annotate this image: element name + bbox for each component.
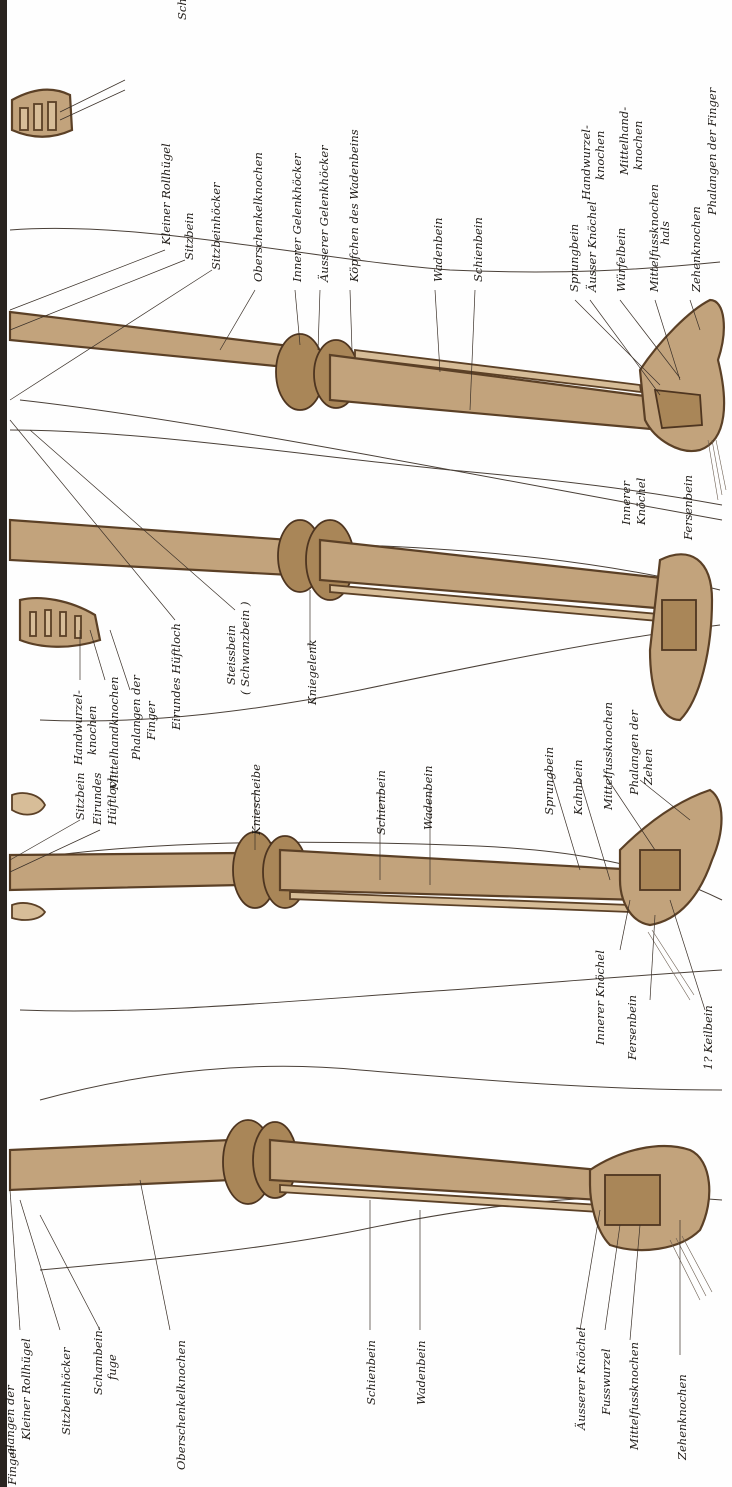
label-mittelfussknochen-1: Mittelfussknochen [647,184,661,293]
label-innerer-knoechel-3: Innerer Knöchel [593,950,607,1046]
label-hueftloch-3: Hüftloch [105,774,119,826]
label-knochen-2: knochen [631,121,645,170]
label-mittelhandknochen: Mittelhandknochen [107,676,121,791]
label-kleiner-rollhuegel-1: Kleiner Rollhügel [159,143,173,246]
label-zehen: Zehen [641,749,655,786]
label-wadenbein-1: Wadenbein [431,217,445,282]
label-sitzbeinhoecker-1: Sitzbeinhöcker [209,181,223,270]
label-partial-phalangen: alangen der [3,1384,17,1455]
label-phalangen-der-zehen-1: Phalangen der [627,709,641,796]
label-eirundes-3: Eirundes [90,772,104,826]
label-innerer: Innerer [619,480,633,526]
label-partial-schienbein: Schienbein [175,0,189,20]
label-phalangen-finger: Phalangen der Finger [705,86,719,216]
leg-figure-2 [10,420,720,721]
label-aeusserer-knoechel-4: Äusserer Knöchel [574,1327,588,1431]
label-mittelfussknochen-4: Mittelfussknochen [627,1342,641,1451]
label-fersenbein-1: Fersenbein [681,475,695,541]
label-schienbein-1: Schienbein [471,217,485,282]
label-innerer-gelenkhoecker: Innerer Gelenkhöcker [290,152,304,283]
label-oberschenkelknochen-1: Oberschenkelknochen [251,152,265,282]
hand-figure-1 [12,80,125,137]
label-schienbein-4: Schienbein [364,1340,378,1405]
label-knoechel: Knöchel [634,477,648,526]
label-mittelfussknochen-3: Mittelfussknochen [601,702,615,811]
label-wadenbein-4: Wadenbein [414,1340,428,1405]
label-handwurzel-1: Handwurzel- [579,125,593,201]
label-oberschenkelknochen-4: Oberschenkelknochen [174,1340,188,1470]
label-handwurzel-2: Handwurzel- [71,690,85,766]
label-aeusser-knoechel-1: Äusser Knöchel [585,201,599,293]
label-mittelhand: Mittelhand- [617,107,631,176]
label-finger-2: Finger [144,700,158,741]
label-kniescheibe: Kniescheibe [249,764,263,836]
label-koepfchen-wadenbein: Köpfchen des Wadenbeins [347,129,361,283]
label-zehenknochen-4: Zehenknochen [675,1374,689,1461]
label-sprungbein-3: Sprungbein [542,747,556,815]
label-schwanzbein: ( Schwanzbein ) [238,602,252,695]
label-kahnbein: Kahnbein [571,759,585,816]
leg-figure-4 [10,1066,722,1355]
label-keilbein: 1? Keilbein [701,1005,715,1070]
label-phalangen-der: Phalangen der [129,674,143,761]
label-knochen-1: knochen [593,131,607,180]
label-knochen-3: knochen [85,706,99,755]
label-aeusserer-gelenkhoecker: Äusserer Gelenkhöcker [317,144,331,283]
label-eirundes-hueftloch-1: Eirundes Hüftloch [169,623,183,731]
label-steissbein: Steissbein [224,625,238,685]
label-schienbein-3: Schienbein [374,770,388,835]
label-sitzbeinhoecker-4: Sitzbeinhöcker [59,1346,73,1435]
label-wuerfelbein: Würfelbein [614,228,628,292]
label-kleiner-rollhuegel-4: Kleiner Rollhügel [19,1338,33,1441]
label-wadenbein-3: Wadenbein [421,765,435,830]
label-fusswurzel: Fusswurzel [599,1348,613,1416]
label-schambein: Schambein- [91,1326,105,1395]
label-fersenbein-3: Fersenbein [625,995,639,1061]
label-sitzbein-3: Sitzbein [73,773,87,821]
page-edge [0,0,7,1487]
label-zehenknochen-1: Zehenknochen [689,206,703,293]
label-fuge: fuge [105,1354,119,1381]
label-sitzbein-1: Sitzbein [182,213,196,261]
label-kniegelenk: Kniegelenk [305,639,319,706]
label-sprungbein-1: Sprungbein [567,224,581,292]
